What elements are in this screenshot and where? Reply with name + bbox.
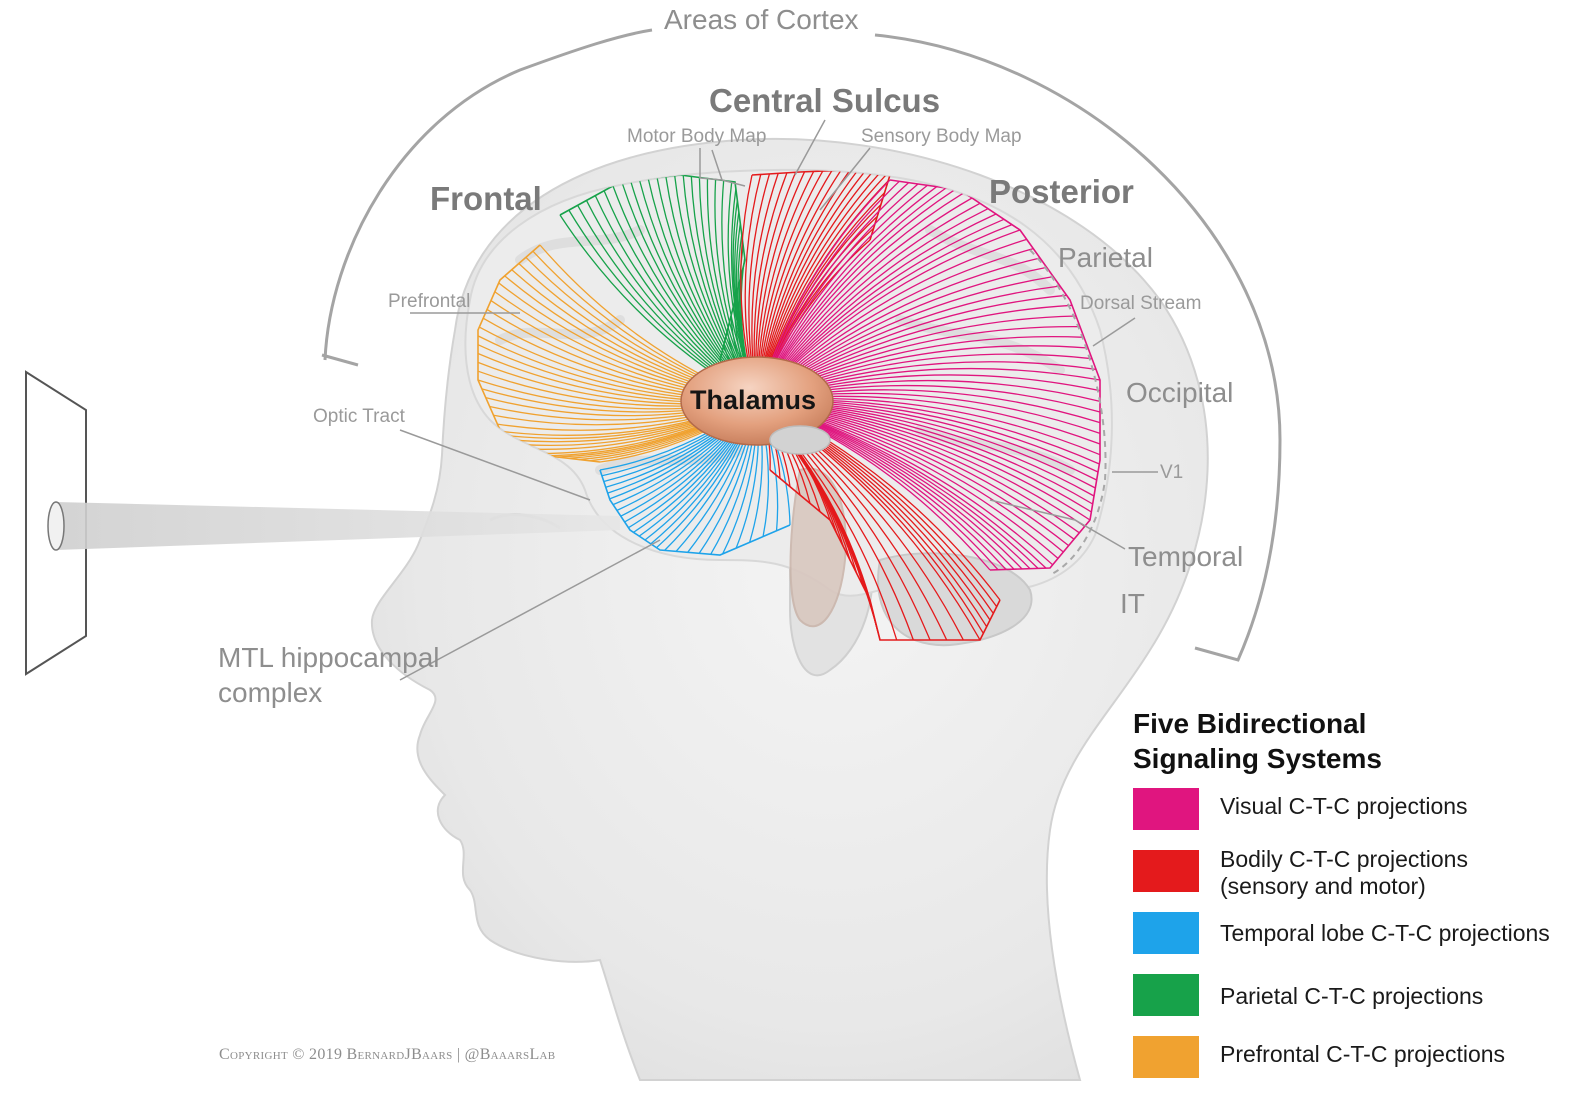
areas-of-cortex-label: Areas of Cortex <box>664 4 859 35</box>
copyright-text: Copyright © 2019 BernardJBaars | @Baaars… <box>219 1046 556 1063</box>
dorsal-stream-dash <box>1029 249 1107 576</box>
frontal-label: Frontal <box>430 180 542 217</box>
legend-label: Temporal lobe C-T-C projections <box>1220 920 1550 946</box>
legend: Five Bidirectional Signaling Systems Vis… <box>1133 706 1583 1078</box>
areas-of-cortex-arc <box>323 28 1282 662</box>
legend-swatch <box>1133 788 1199 830</box>
parietal-label: Parietal <box>1058 242 1153 273</box>
legend-title: Five Bidirectional Signaling Systems <box>1133 708 1382 774</box>
leader-lines <box>399 119 1158 681</box>
visual-stimulus <box>25 370 620 676</box>
v1-label: V1 <box>1160 462 1184 483</box>
central-sulcus-label: Central Sulcus <box>709 82 941 119</box>
sensory-body-map-label: Sensory Body Map <box>861 126 1022 147</box>
optic-tract-label: Optic Tract <box>313 406 405 427</box>
dorsal-stream-label: Dorsal Stream <box>1080 293 1202 314</box>
legend-swatch <box>1133 1036 1199 1078</box>
occipital-label: Occipital <box>1126 377 1234 408</box>
legend-swatch <box>1133 974 1199 1016</box>
legend-label: Parietal C-T-C projections <box>1220 983 1484 1009</box>
legend-swatch <box>1133 912 1199 954</box>
thalamus-label: Thalamus <box>690 385 817 415</box>
mtl-hippocampal-label: MTL hippocampal complex <box>218 642 440 708</box>
legend-label: Visual C-T-C projections <box>1220 793 1468 819</box>
temporal-label: Temporal <box>1128 541 1244 572</box>
prefrontal-label: Prefrontal <box>388 291 471 312</box>
legend-swatch <box>1133 850 1199 892</box>
posterior-label: Posterior <box>989 173 1134 210</box>
legend-label: Prefrontal C-T-C projections <box>1220 1041 1506 1067</box>
it-label: IT <box>1120 588 1145 619</box>
thalamus-shape <box>680 356 834 455</box>
motor-body-map-label: Motor Body Map <box>627 126 767 147</box>
legend-label: Bodily C-T-C projections (sensory and mo… <box>1220 846 1468 899</box>
